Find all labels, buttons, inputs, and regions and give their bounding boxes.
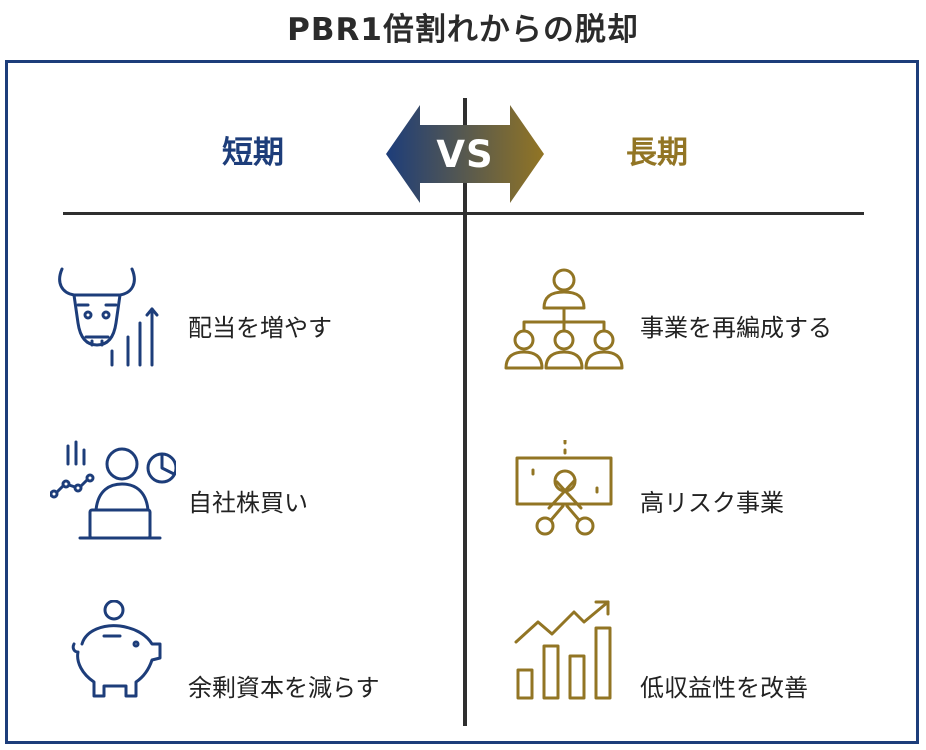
double-arrow-icon: [386, 105, 544, 203]
long-term-heading: 長期: [626, 135, 688, 171]
bar-chart-growth-icon: [512, 600, 616, 708]
left-item-label: 余剰資本を減らす: [188, 674, 380, 702]
horizontal-divider: [63, 212, 864, 215]
vs-arrow: VS: [386, 103, 544, 205]
vertical-divider: [463, 98, 467, 726]
cut-money-icon: [515, 438, 615, 548]
investor-laptop-icon: [49, 440, 178, 548]
right-item-label: 事業を再編成する: [640, 314, 832, 342]
right-item-label: 高リスク事業: [640, 489, 784, 517]
piggy-bank-icon: [68, 599, 164, 704]
left-item-label: 自社株買い: [188, 489, 308, 517]
comparison-frame: [5, 60, 919, 744]
left-item-label: 配当を増やす: [188, 314, 332, 342]
page-title: PBR1倍割れからの脱却: [287, 12, 639, 48]
org-chart-icon: [500, 268, 630, 376]
short-term-heading: 短期: [222, 135, 284, 171]
right-item-label: 低収益性を改善: [640, 674, 808, 702]
bull-growth-icon: [52, 265, 172, 379]
vs-label: VS: [436, 133, 494, 176]
